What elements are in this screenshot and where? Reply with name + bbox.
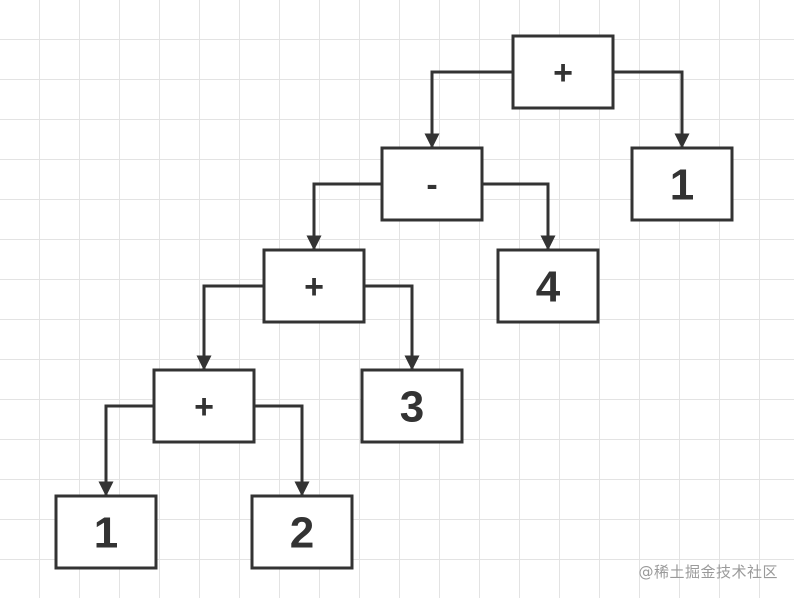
edge-n-plus-low-to-n-2 [254,404,310,497]
node-root: + [511,34,615,110]
node-box-n-1-bottom [54,494,158,570]
edges-layer [98,70,690,497]
node-box-n-3 [360,368,464,444]
node-n-1-top: 1 [630,146,734,222]
edge-root-to-n-1-top [613,70,690,149]
node-label-n-plus-low: + [194,388,214,426]
nodes-layer: + - 1 +4 +3 1 2 [54,34,734,570]
node-label-n-2: 2 [290,509,314,558]
edge-root-to-n-minus [424,70,513,149]
node-box-n-4 [496,248,600,324]
node-box-n-1-top [630,146,734,222]
edge-n-minus-to-n-4 [482,182,556,251]
node-n-plus-low: + [152,368,256,444]
node-n-3: 3 [360,368,464,444]
edge-n-plus-low-to-n-1-bottom [98,404,154,497]
node-label-n-1-bottom: 1 [94,509,118,558]
edge-n-plus-mid-to-n-3 [364,284,420,371]
node-n-2: 2 [250,494,354,570]
node-box-n-minus [380,146,484,222]
node-label-n-1-top: 1 [670,161,694,210]
node-label-root: + [553,54,573,92]
edge-n-plus-mid-to-n-plus-low [196,284,264,371]
node-n-plus-mid: + [262,248,366,324]
node-label-n-minus: - [426,166,437,204]
node-box-n-plus-low [152,368,256,444]
node-label-n-4: 4 [536,263,561,312]
node-n-4: 4 [496,248,600,324]
edge-n-minus-to-n-plus-mid [306,182,382,251]
node-box-n-2 [250,494,354,570]
watermark-label: @稀土掘金技术社区 [638,563,778,581]
node-box-n-plus-mid [262,248,366,324]
node-n-minus: - [380,146,484,222]
node-label-n-plus-mid: + [304,268,324,306]
node-box-root [511,34,615,110]
node-label-n-3: 3 [400,383,424,432]
node-n-1-bottom: 1 [54,494,158,570]
